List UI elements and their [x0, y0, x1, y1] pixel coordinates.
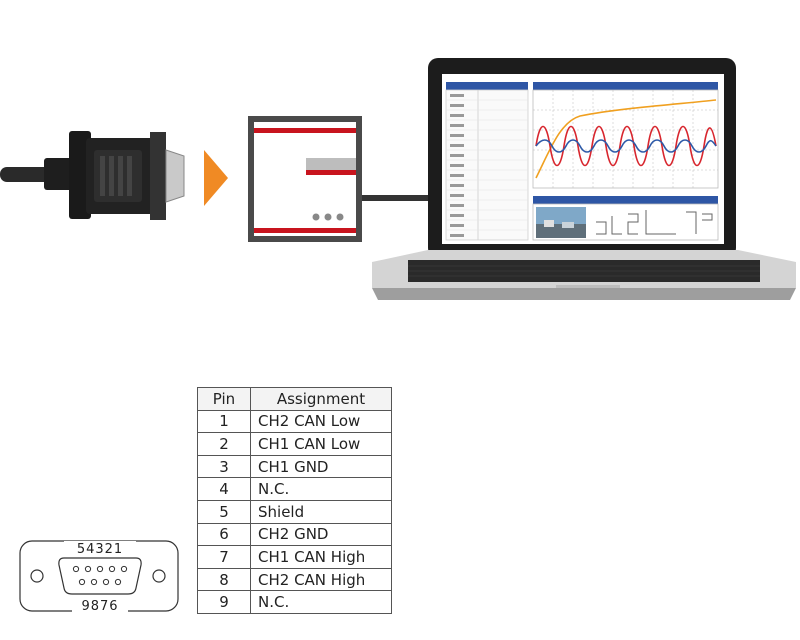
pin-number: 4	[197, 477, 251, 501]
pin-assignment: Shield	[250, 499, 392, 524]
pin-assignment: N.C.	[250, 590, 392, 614]
pin-number: 9	[197, 590, 251, 614]
system-diagram	[0, 58, 796, 300]
laptop-icon	[372, 58, 796, 300]
pin-assignment: CH1 CAN Low	[250, 432, 392, 456]
db9-connector-icon: 54321 9876	[19, 540, 179, 614]
db9-cable-icon	[0, 131, 185, 220]
pin-number: 6	[197, 522, 251, 547]
column-header-assignment: Assignment	[250, 387, 392, 411]
column-header-pin: Pin	[197, 387, 251, 411]
pin-number: 1	[197, 409, 251, 434]
pin-number: 8	[197, 567, 251, 592]
pin-number: 2	[197, 432, 251, 456]
table-header-row: Pin Assignment	[197, 387, 392, 411]
can-interface-device-icon	[248, 116, 362, 242]
arrow-right-icon	[204, 150, 228, 206]
pin-assignment: CH1 CAN High	[250, 545, 392, 569]
pin-assignment: CH1 GND	[250, 454, 392, 479]
pin-number: 7	[197, 545, 251, 569]
pin-assignment: N.C.	[250, 477, 392, 501]
connector-bottom-pin-numbers: 9876	[81, 599, 118, 614]
connector-top-pin-numbers: 54321	[77, 542, 123, 557]
pin-assignment: CH2 GND	[250, 522, 392, 547]
pin-number: 3	[197, 454, 251, 479]
pin-assignment: CH2 CAN High	[250, 567, 392, 592]
pin-number: 5	[197, 499, 251, 524]
pin-assignment: CH2 CAN Low	[250, 409, 392, 434]
